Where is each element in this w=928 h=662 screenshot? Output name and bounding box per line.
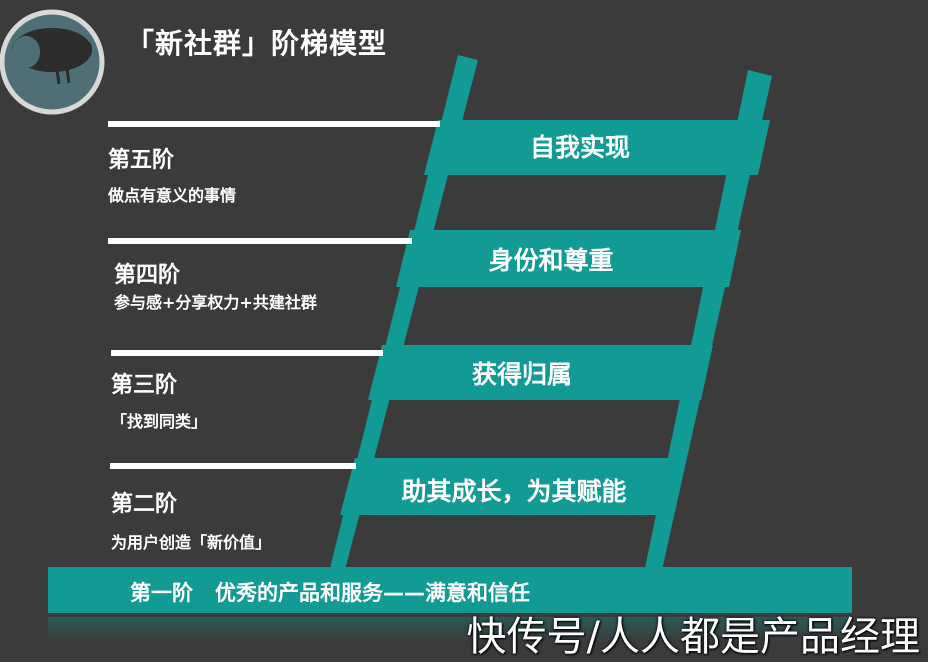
ladder-rung-2 — [340, 458, 686, 515]
rung-5-label: 自我实现 — [529, 133, 631, 162]
stage-5-name: 第五阶 — [108, 148, 175, 173]
stage-2-name: 第二阶 — [111, 492, 178, 517]
stage-4-desc: 参与感+分享权力+共建社群 — [114, 293, 317, 312]
ladder-right-rail — [645, 70, 772, 570]
ladder-rung-4 — [396, 230, 741, 287]
watermark: 快传号/人人都是产品经理 — [466, 614, 920, 660]
stage-divider-5 — [108, 121, 440, 127]
stage-divider-4 — [108, 238, 412, 244]
rung-3-label: 获得归属 — [471, 360, 573, 389]
rung-2-label: 助其成长，为其赋能 — [401, 477, 627, 506]
monkey-logo-icon — [0, 9, 105, 115]
page-title: 「新社群」阶梯模型 — [126, 27, 388, 60]
stage-4-name: 第四阶 — [114, 263, 181, 288]
ladder-left-rail — [330, 55, 478, 570]
stage-1-desc: 优秀的产品和服务——满意和信任 — [215, 581, 530, 605]
stage-1-text: 第一阶优秀的产品和服务——满意和信任 — [130, 577, 530, 607]
rung-4-label: 身份和尊重 — [488, 246, 614, 275]
stage-2-desc: 为用户创造「新价值」 — [111, 533, 272, 552]
ladder-rung-5 — [424, 120, 770, 175]
stage-3-name: 第三阶 — [111, 373, 178, 398]
ladder-rung-3 — [368, 345, 713, 400]
stage-1-name: 第一阶 — [130, 581, 193, 605]
stage-divider-3 — [111, 350, 383, 356]
stage-5-desc: 做点有意义的事情 — [108, 186, 237, 205]
stage-3-desc: 「找到同类」 — [111, 412, 208, 431]
stage-divider-2 — [110, 463, 356, 469]
ladder-base — [48, 567, 852, 613]
base-reflection — [48, 617, 852, 641]
